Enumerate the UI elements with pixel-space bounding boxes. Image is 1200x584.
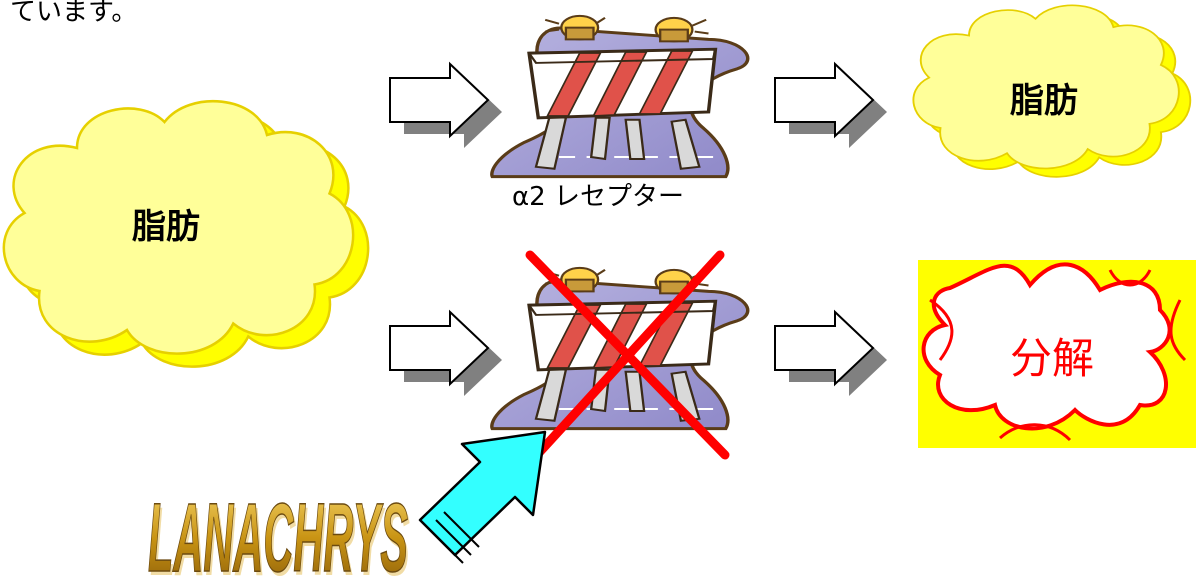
svg-text:LANACHRYS: LANACHRYS [148,483,408,584]
road-barrier-icon [492,16,748,177]
receptor-label: α2 レセプター [512,182,684,212]
top-text-fragment: ています。 [10,0,137,27]
right-cloud-label: 脂肪 [1010,81,1078,121]
left-cloud-label: 脂肪 [132,207,200,247]
arrow-right-icon [390,312,502,396]
arrow-right-icon [775,64,887,148]
arrow-right-icon [775,312,887,396]
arrow-up-right-icon [420,432,545,563]
arrow-right-icon [390,64,502,148]
burst-label: 分解 [1010,334,1094,383]
lanachrys-logo: LANACHRYS LANACHRYS [148,483,410,584]
